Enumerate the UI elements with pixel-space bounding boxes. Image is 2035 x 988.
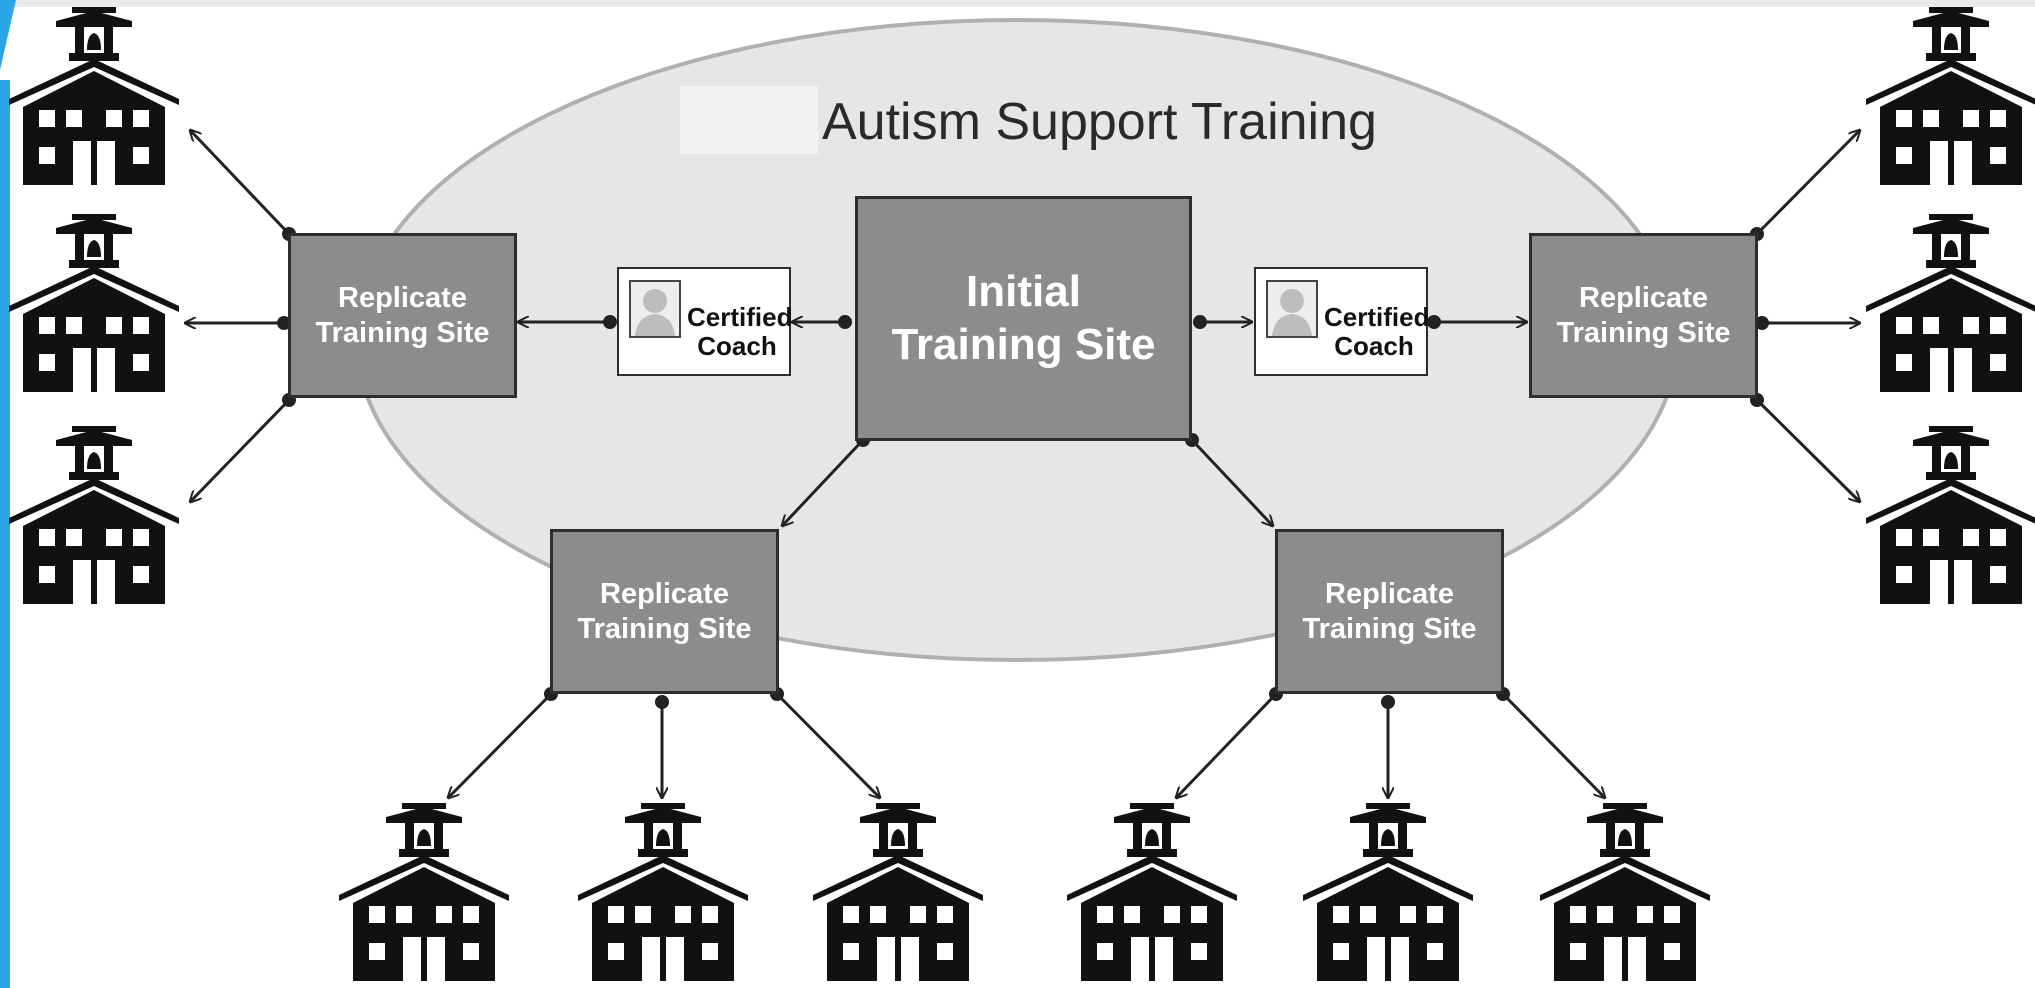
replicate-site-line2: Training Site	[577, 612, 752, 645]
arrow-left-site-to-school-3	[190, 398, 291, 502]
school-icon	[813, 803, 983, 981]
school-icon	[9, 426, 179, 604]
arrow-right-site-to-school-1	[1755, 130, 1860, 236]
replicate-site-line2: Training Site	[1302, 612, 1477, 645]
school-icon	[1866, 214, 2035, 392]
replicate-site-line1: Replicate	[338, 281, 467, 314]
school-icon	[339, 803, 509, 981]
school-icon	[1866, 7, 2035, 185]
connector-dots	[277, 227, 1769, 709]
top-strip	[0, 0, 2035, 7]
arrow-initial-to-bottom-left-site	[782, 438, 865, 526]
arrow-br-site-to-school-1	[1176, 692, 1278, 798]
school-icon	[9, 7, 179, 185]
school-icon	[1067, 803, 1237, 981]
arrow-bl-site-to-school-1	[448, 692, 553, 798]
coach-line1: Certified	[687, 302, 793, 332]
arrow-initial-to-bottom-right-site	[1190, 438, 1273, 526]
coach-line2: Coach	[697, 330, 777, 361]
school-icon	[1303, 803, 1473, 981]
diagram-title: Autism Support Training	[822, 93, 1377, 151]
arrow-br-site-to-school-3	[1501, 692, 1605, 798]
replicate-site-line1: Replicate	[600, 577, 729, 610]
coach-line1: Certified	[1324, 302, 1430, 332]
person-silhouette-icon	[1266, 280, 1318, 338]
school-icon	[1540, 803, 1710, 981]
replicate-site-line2: Training Site	[1556, 316, 1731, 349]
school-icon	[1866, 426, 2035, 604]
arrow-left-site-to-school-1	[190, 130, 291, 236]
person-silhouette-icon	[629, 280, 681, 338]
coach-line2: Coach	[1334, 330, 1414, 361]
left-accent-bar	[0, 0, 16, 988]
replicate-site-line1: Replicate	[1579, 281, 1708, 314]
title-blank-box	[680, 86, 818, 154]
replicate-site-line1: Replicate	[1325, 577, 1454, 610]
school-icon	[9, 214, 179, 392]
connectors	[185, 130, 1860, 798]
school-icon	[578, 803, 748, 981]
arrow-bl-site-to-school-3	[775, 692, 880, 798]
arrow-right-site-to-school-3	[1755, 398, 1860, 502]
replicate-site-line2: Training Site	[315, 316, 490, 349]
initial-site-line1: Initial	[966, 266, 1081, 316]
initial-site-line2: Training Site	[891, 319, 1156, 369]
